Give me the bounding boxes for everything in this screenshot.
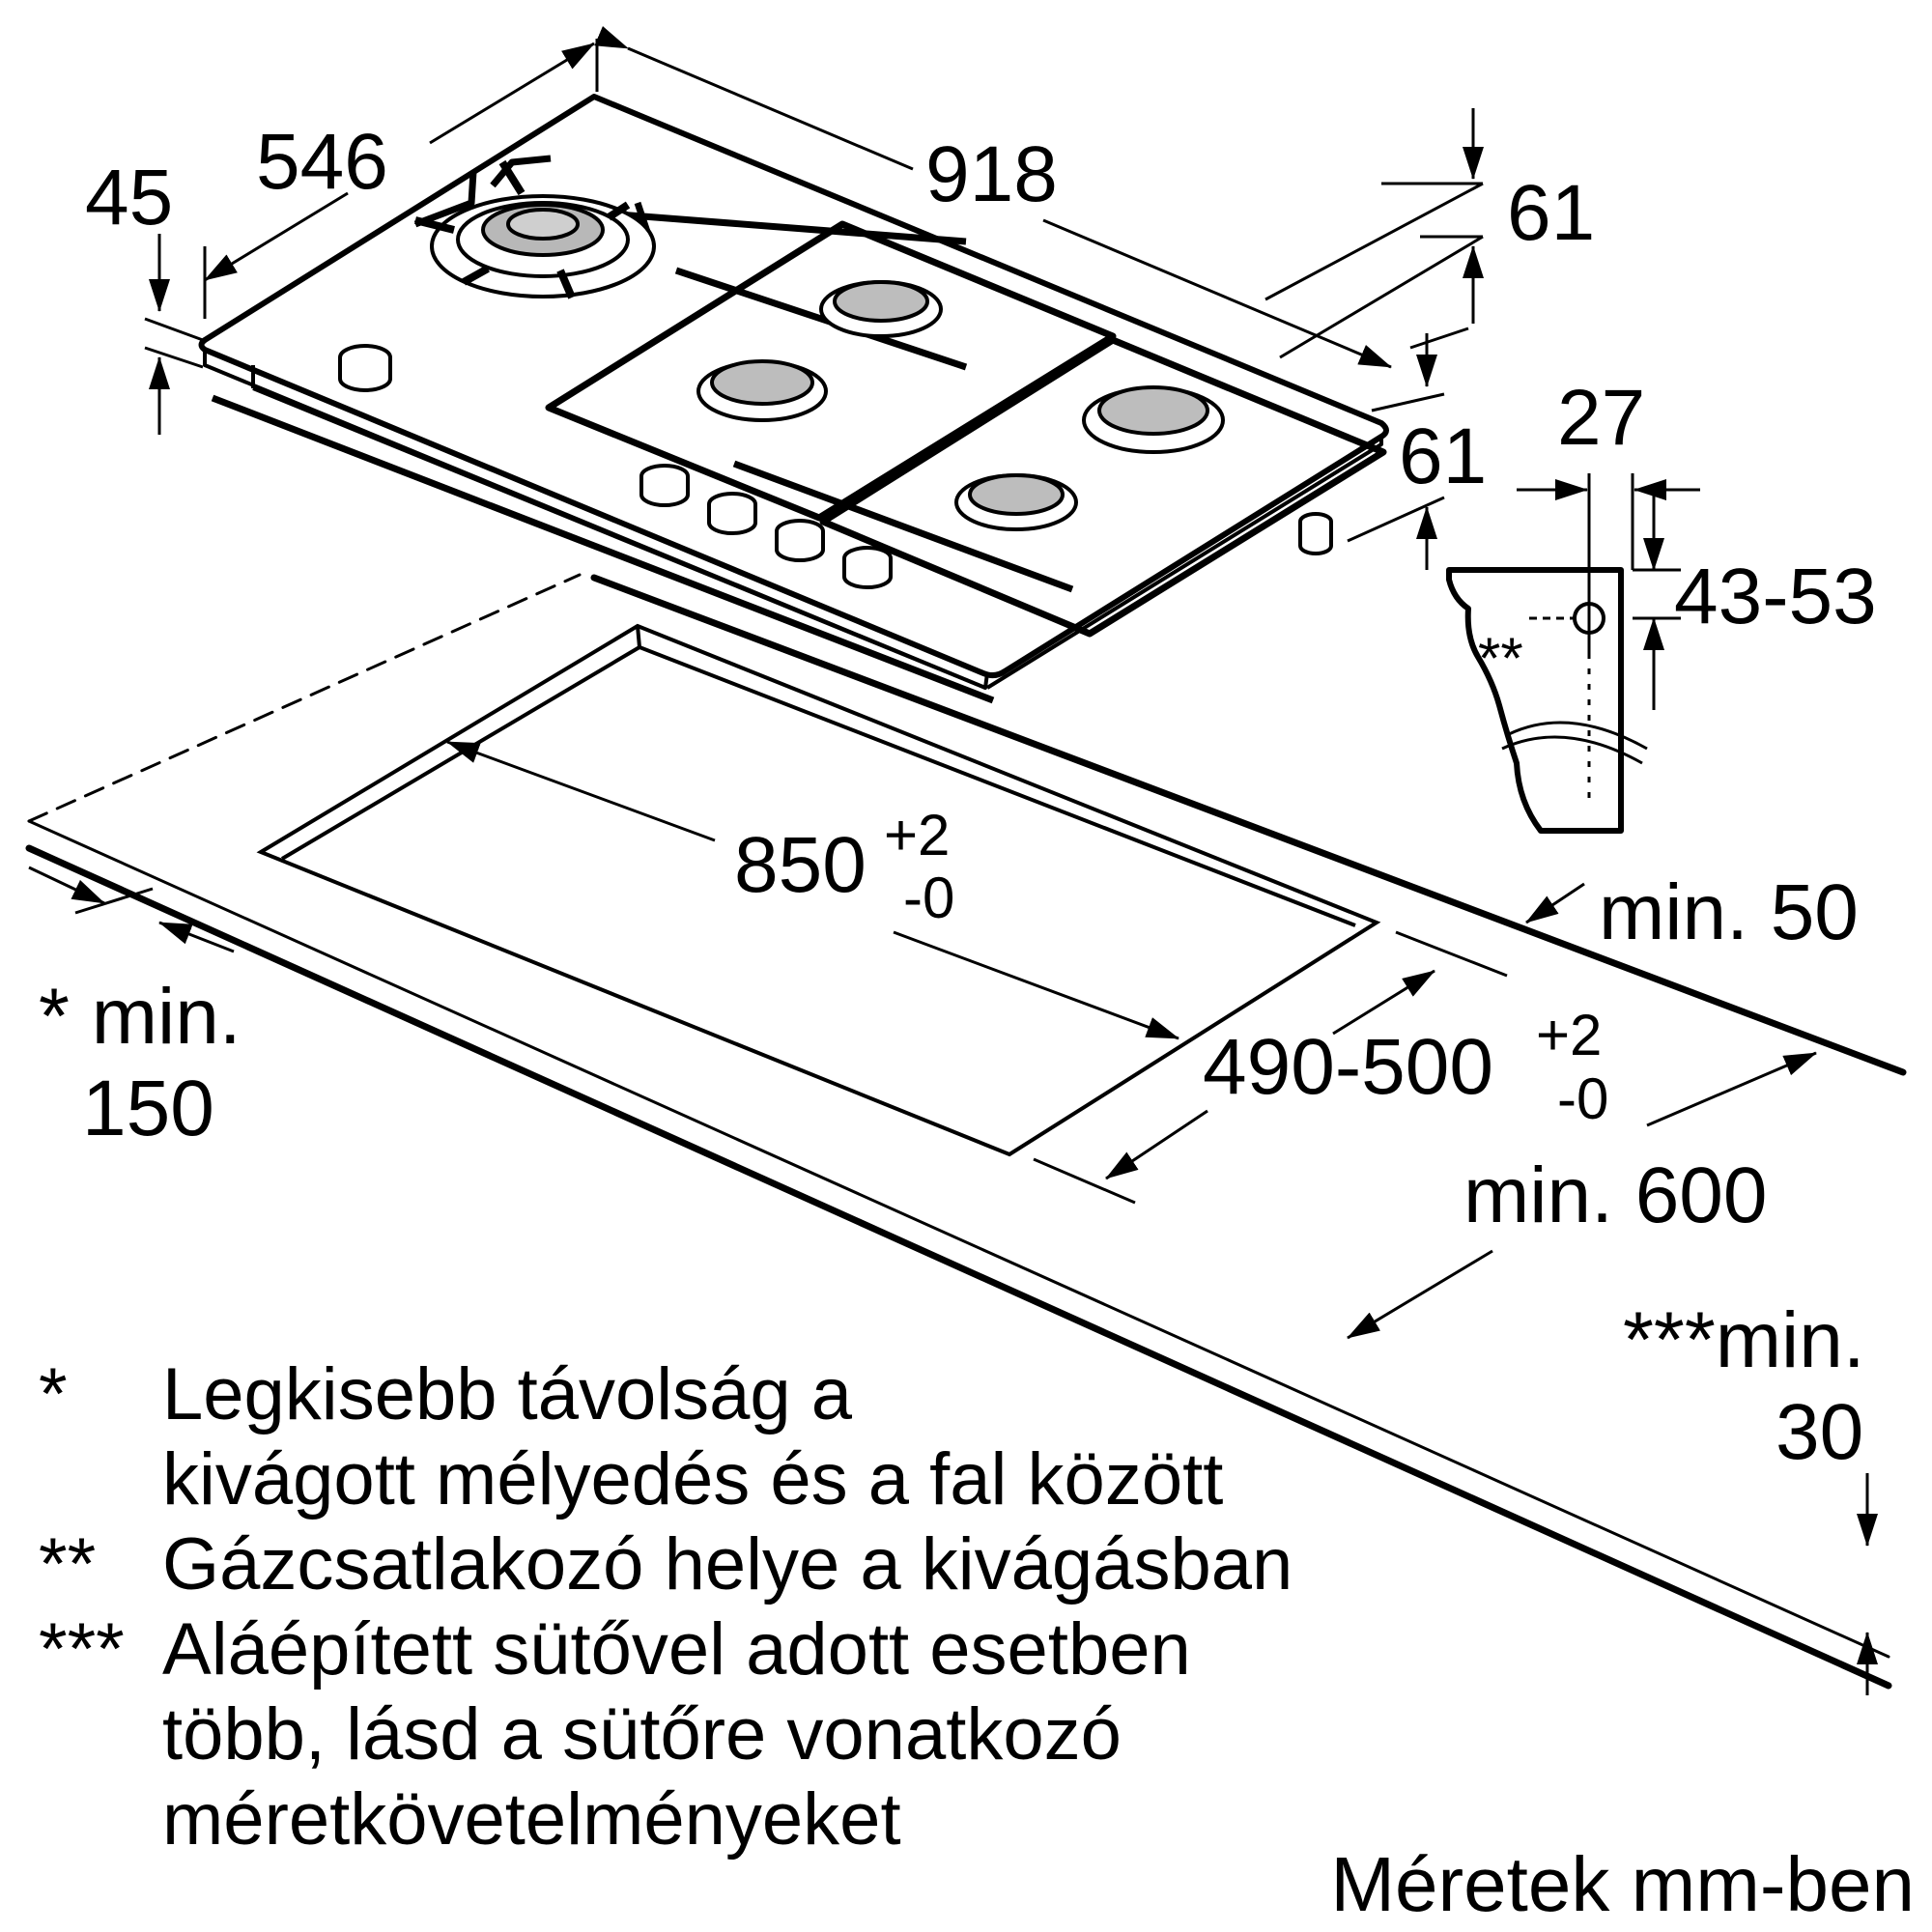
dim-min-below-line1: ***min.	[1623, 1296, 1865, 1384]
footnote-text: Aláépített sütővel adott esetben	[162, 1608, 1191, 1690]
dim-right-offset-top: 61	[1507, 169, 1595, 257]
burner-icons	[414, 159, 1225, 531]
worktop	[25, 573, 1907, 1690]
dim-hob-width: 918	[925, 130, 1058, 218]
footnote-triple-star: *** Aláépített sütővel adott esetben több…	[39, 1607, 1191, 1862]
footnote-mark: ***	[39, 1608, 125, 1690]
dim-cutout-depth-tol-minus: -0	[1557, 1066, 1608, 1131]
footnote-mark: **	[39, 1523, 97, 1605]
footnote-text: Gázcsatlakozó helye a kivágásban	[162, 1523, 1293, 1605]
dim-min-back: min. 50	[1599, 868, 1859, 956]
burner-icon	[954, 473, 1078, 531]
footnote-text: méretkövetelményeket	[162, 1778, 901, 1861]
footnote-single-star: * Legkisebb távolság a kivágott mélyedés …	[39, 1352, 1223, 1522]
wok-burner-icon	[414, 159, 656, 299]
dim-min-worktop: min. 600	[1463, 1151, 1768, 1239]
burner-icon	[819, 280, 943, 338]
hob	[198, 94, 1389, 704]
dim-cutout-depth: 490-500	[1203, 1023, 1493, 1111]
gas-connector-detail	[1446, 567, 1648, 834]
knob-icons	[338, 344, 1333, 589]
dim-min-below-line2: 30	[1776, 1388, 1863, 1476]
dimension-labels: 918 546 45 61 61 27 43-53 ** 850 +2 -0 4…	[39, 118, 1877, 1476]
burner-icon	[1082, 385, 1225, 454]
dim-right-offset-bottom: 61	[1399, 412, 1487, 500]
dim-cutout-width-tol-minus: -0	[903, 866, 954, 930]
dim-gas-pipe-offset: 27	[1557, 374, 1645, 462]
dim-min-side-line1: * min.	[39, 973, 242, 1061]
dim-cutout-depth-tol-plus: +2	[1536, 1003, 1602, 1067]
dim-cutout-width-tol-plus: +2	[884, 803, 950, 867]
units-label: Méretek mm-ben	[1330, 1841, 1915, 1927]
footnote-text: Legkisebb távolság a	[162, 1353, 853, 1435]
footnote-text: kivágott mélyedés és a fal között	[162, 1438, 1224, 1520]
dim-min-side-line2: 150	[82, 1065, 214, 1152]
burner-icon	[696, 359, 828, 422]
dim-hob-height: 45	[85, 154, 173, 242]
pan-supports	[413, 155, 1387, 638]
dimension-lines	[28, 25, 1878, 1695]
dim-hob-depth: 546	[256, 118, 388, 206]
dim-gas-pipe-height: 43-53	[1674, 553, 1877, 640]
dim-cutout-width: 850	[734, 821, 867, 909]
footnote-text: több, lásd a sütőre vonatkozó	[162, 1693, 1122, 1776]
gas-connector-marker: **	[1478, 626, 1523, 691]
footnote-mark: *	[39, 1353, 68, 1435]
footnote-double-star: ** Gázcsatlakozó helye a kivágásban	[39, 1522, 1293, 1607]
